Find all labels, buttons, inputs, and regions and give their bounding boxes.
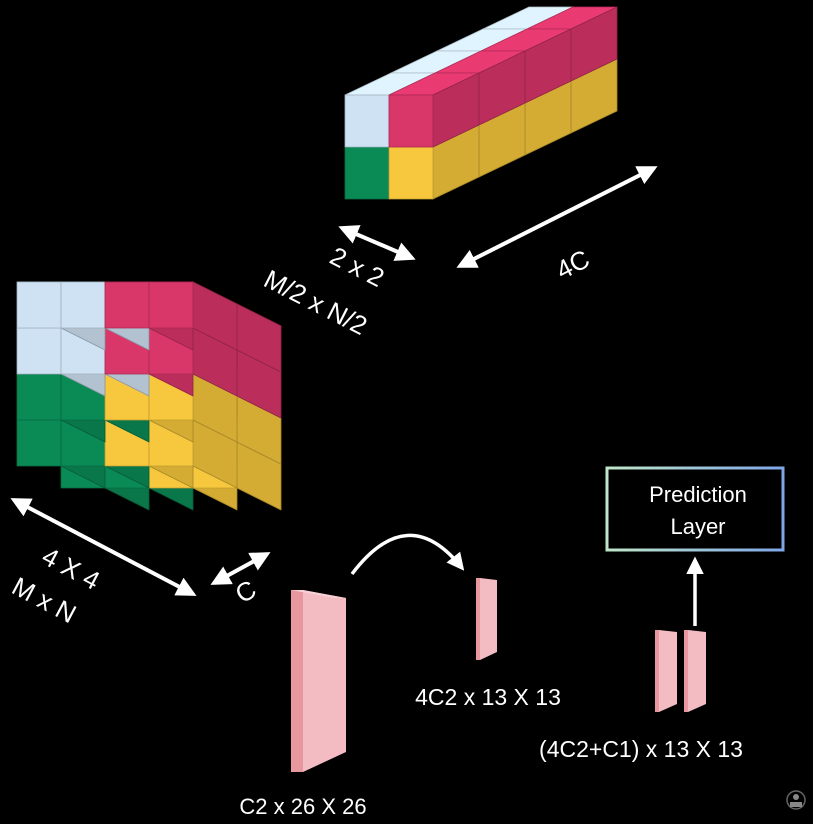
cube-front-face (16, 327, 62, 375)
prediction-box-line2: Layer (670, 514, 725, 539)
cube-front-face (344, 94, 390, 148)
left-dims-arrow (10, 498, 197, 596)
left-channels-arrow (210, 552, 271, 585)
cube-front-face (16, 419, 62, 467)
tensor-slab-4c2 (476, 578, 497, 660)
cube-front-face (60, 281, 106, 329)
downsample-arrow (350, 533, 465, 576)
left-block-channels-label: C (230, 574, 261, 609)
cube-front-face (344, 146, 390, 200)
tensor-slab-c2 (291, 590, 346, 772)
top-block-dims-label: 2 x 2 (325, 241, 389, 293)
tensor-slab-concat-b (684, 630, 706, 712)
tensor-4c2-label: 4C2 x 13 X 13 (415, 684, 561, 710)
top-dims-arrow (338, 225, 416, 261)
cube-front-face (388, 146, 434, 200)
top-channels-arrow (456, 166, 658, 268)
top-cube-block (344, 6, 618, 200)
cube-front-face (16, 281, 62, 329)
cube-front-face (16, 373, 62, 421)
prediction-box-line1: Prediction (649, 482, 747, 507)
cube-front-face (388, 94, 434, 148)
left-cube-block (16, 281, 282, 511)
tensor-slab-concat-a (655, 630, 677, 712)
prediction-layer-box (605, 466, 785, 552)
tensor-c2-label: C2 x 26 X 26 (239, 794, 366, 819)
top-block-channels-label: 4C (551, 244, 594, 286)
cube-front-face (104, 281, 150, 329)
tensor-concat-label: (4C2+C1) x 13 X 13 (539, 736, 743, 762)
channel-logo (786, 790, 806, 810)
cube-front-face (148, 281, 194, 329)
